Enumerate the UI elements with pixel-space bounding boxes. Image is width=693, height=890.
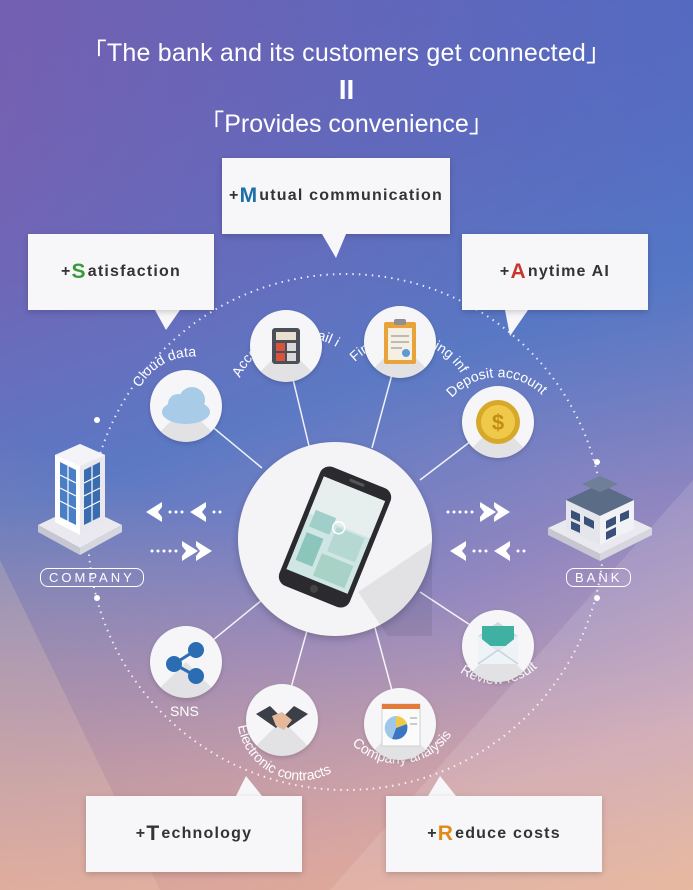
clipboard-icon [384, 319, 416, 364]
headline-connected: 「The bank and its customers get connecte… [81, 39, 612, 67]
plus-sign: + [135, 825, 147, 842]
share-network-icon [166, 642, 204, 684]
envelope-icon [477, 622, 519, 665]
company-label: COMPANY [40, 568, 144, 587]
node-sns [150, 626, 222, 698]
node-financial [364, 306, 436, 378]
headline-convenience: 「Provides convenience」 [199, 110, 494, 138]
plus-sign: + [229, 187, 240, 204]
callout-initial: A [510, 260, 527, 283]
equals-sign: II [338, 74, 355, 105]
plus-sign: + [427, 825, 438, 842]
node-contracts [246, 684, 318, 756]
node-review [462, 610, 534, 682]
callout-text: educe costs [455, 825, 561, 842]
arrows-company [146, 502, 222, 561]
handshake-icon [256, 706, 308, 730]
calculator-icon [272, 328, 300, 364]
node-analysis [364, 688, 436, 760]
callout-initial: S [71, 260, 87, 283]
callout-initial: T [146, 822, 161, 845]
report-chart-icon [381, 703, 421, 747]
arrows-bank [446, 502, 526, 561]
smartphone-hub [238, 442, 432, 636]
callout-text: echnology [161, 825, 253, 842]
label-sns: SNS [170, 703, 199, 719]
callout-initial: R [437, 822, 455, 845]
svg-text:$: $ [492, 410, 504, 435]
cloud-icon [162, 387, 210, 424]
plus-sign: + [61, 263, 72, 280]
node-accounting [250, 310, 322, 382]
node-deposit: $ [462, 386, 534, 458]
callout-text: nytime AI [527, 263, 611, 280]
smartphone-icon [278, 466, 432, 636]
plus-sign: + [499, 263, 511, 280]
dollar-coin-icon: $ [476, 400, 520, 444]
callout-text: utual communication [259, 187, 443, 204]
bank-label: BANK [566, 568, 632, 587]
node-cloud [150, 370, 222, 442]
callout-initial: M [239, 184, 259, 207]
callout-text: atisfaction [87, 263, 181, 280]
